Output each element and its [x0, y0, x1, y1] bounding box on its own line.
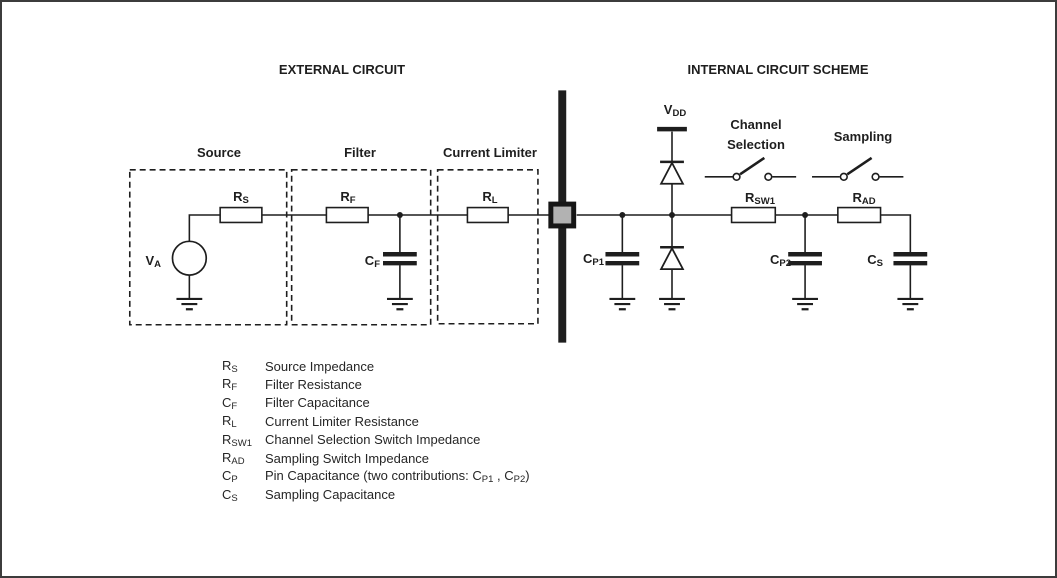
filter-section-label: Filter: [344, 145, 376, 160]
legend-row: CS Sampling Capacitance: [222, 486, 530, 504]
legend-description: Pin Capacitance (two contributions: CP1 …: [265, 468, 530, 486]
diode-to-ground-icon: [658, 246, 686, 271]
legend-row: CF Filter Capacitance: [222, 394, 530, 412]
ground-icon: [791, 297, 820, 311]
capacitor-cp2-icon: [788, 254, 822, 263]
legend-description: Filter Resistance: [265, 377, 362, 393]
legend-row: RAD Sampling Switch Impedance: [222, 449, 530, 467]
diode-to-vdd-icon: [658, 160, 686, 185]
rl-label: RL: [482, 189, 498, 206]
resistor-rsw1: [730, 206, 777, 224]
source-dashed-box: [128, 169, 288, 326]
cp2-label: CP2: [769, 252, 791, 269]
legend-description: Source Impedance: [265, 358, 375, 374]
source-section-label: Source: [196, 145, 242, 160]
capacitor-cf-icon: [383, 254, 417, 263]
vdd-label: VDD: [663, 102, 687, 119]
node-dot: [619, 212, 626, 218]
sampling-switch-icon: [810, 156, 905, 182]
current-limiter-dashed-box: [436, 169, 539, 325]
pin-pad-icon: [553, 206, 572, 224]
rsw1-label: RSW1: [745, 190, 775, 207]
legend-symbol: RSW1: [222, 431, 252, 449]
filter-dashed-box: [290, 169, 432, 326]
legend-row: RSW1 Channel Selection Switch Impedance: [222, 431, 530, 449]
legend-description: Channel Selection Switch Impedance: [265, 432, 481, 448]
node-dot: [396, 212, 403, 218]
legend-row: CP Pin Capacitance (two contributions: CP…: [222, 467, 530, 485]
resistor-rad: [837, 206, 882, 224]
legend-row: RF Filter Resistance: [222, 375, 530, 393]
rs-label: RS: [233, 189, 249, 206]
legend-symbol: CP: [222, 468, 238, 486]
node-dot: [802, 212, 809, 218]
legend-row: RS Source Impedance: [222, 357, 530, 375]
resistor-rl: [466, 206, 509, 224]
resistor-rs: [219, 206, 263, 224]
capacitor-cs-icon: [893, 254, 927, 263]
legend-symbol: RL: [222, 413, 237, 431]
resistor-rf: [325, 206, 369, 224]
legend-symbol: RS: [222, 357, 238, 375]
rf-label: RF: [340, 189, 356, 206]
channel-selection-switch-icon: [703, 156, 798, 182]
wires: [188, 131, 912, 299]
legend-symbol: RF: [222, 376, 238, 394]
cp1-label: CP1: [582, 251, 604, 268]
legend-row: RL Current Limiter Resistance: [222, 412, 530, 430]
capacitor-cp1-icon: [605, 254, 639, 263]
current-limiter-section-label: Current Limiter: [443, 145, 537, 160]
node-dot: [669, 212, 675, 218]
external-circuit-title: EXTERNAL CIRCUIT: [278, 62, 406, 77]
internal-circuit-title: INTERNAL CIRCUIT SCHEME: [687, 62, 869, 77]
ground-icon: [657, 297, 687, 311]
legend-symbol: CS: [222, 486, 238, 504]
sampling-label: Sampling: [833, 129, 893, 144]
channel-selection-label: Channel Selection: [727, 117, 785, 152]
ground-icon: [896, 297, 925, 311]
legend-symbol: RAD: [222, 449, 245, 467]
legend-symbol: CF: [222, 394, 238, 412]
ground-icon: [385, 297, 414, 311]
legend-description: Filter Capacitance: [265, 395, 370, 411]
rad-label: RAD: [852, 190, 876, 207]
cf-label: CF: [364, 253, 380, 270]
ground-icon: [608, 297, 637, 311]
ground-icon: [175, 297, 204, 311]
legend-description: Sampling Switch Impedance: [265, 450, 430, 466]
cs-label: CS: [867, 252, 883, 269]
va-label: VA: [145, 253, 161, 270]
legend-description: Sampling Capacitance: [265, 487, 396, 503]
legend-description: Current Limiter Resistance: [265, 413, 419, 429]
va-source-icon: [171, 240, 208, 276]
